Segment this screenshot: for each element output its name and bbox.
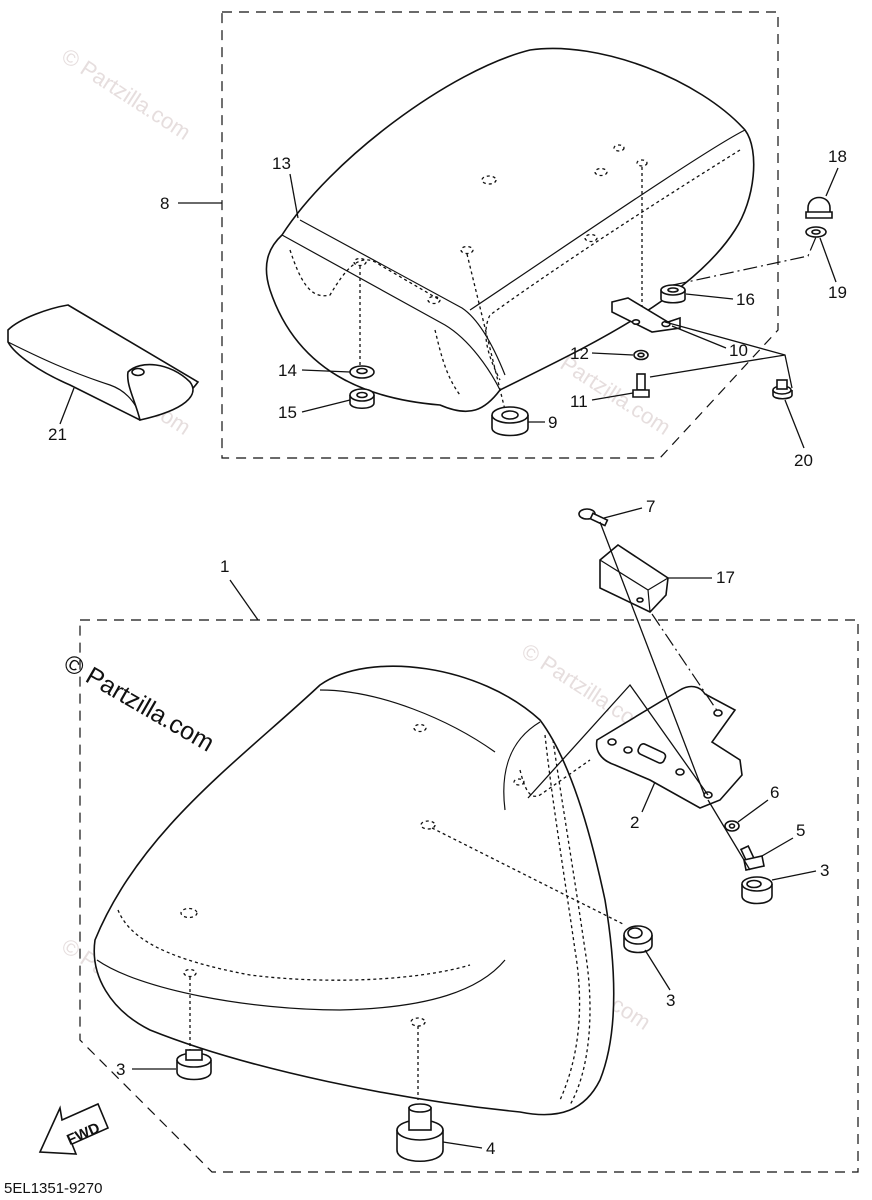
bolt-11 [632,373,650,398]
callout-3-right: 3 [820,861,829,880]
watermark: © Partzilla.com [57,43,195,145]
callout-1: 1 [220,557,229,576]
callout-18: 18 [828,147,847,166]
callout-14: 14 [278,361,297,380]
callout-17: 17 [716,568,735,587]
bracket-17 [599,544,669,613]
bracket-2 [595,685,743,809]
callout-12: 12 [570,344,589,363]
callout-8: 8 [160,194,169,213]
callout-21: 21 [48,425,67,444]
cap-nut-18 [805,196,833,219]
fwd-arrow-icon: FWD [38,1102,110,1155]
callout-9: 9 [548,413,557,432]
seat-assembly-8 [265,47,755,413]
callout-19: 19 [828,283,847,302]
seat-assembly-1 [93,665,626,1116]
assembly-8-boundary [221,11,779,459]
callout-3-left: 3 [116,1060,125,1079]
callout-16: 16 [736,290,755,309]
callout-11: 11 [570,392,588,411]
lock-washer-12 [633,349,649,361]
callout-2: 2 [630,813,639,832]
callout-7: 7 [646,497,655,516]
callout-4: 4 [486,1139,495,1158]
washer-6 [724,820,740,832]
damper-4 [396,1103,444,1162]
damper-9 [491,406,529,437]
washer-19 [805,226,827,238]
partzilla-watermark: © Partzilla.com [59,649,219,757]
damper-3-left [176,1049,212,1081]
callout-13: 13 [272,154,291,173]
damper-3-right [741,876,773,905]
grommet-16 [660,284,686,304]
callouts: 1 2 3 3 3 4 5 6 7 8 9 10 11 [48,147,847,1158]
assembly-1-boundary [79,619,859,1173]
callout-5: 5 [796,821,805,840]
bolt-7 [578,508,609,527]
washer-14 [349,365,375,379]
callout-20: 20 [794,451,813,470]
callout-3-mid: 3 [666,991,675,1010]
screw-5 [739,844,765,871]
collar-20 [772,379,793,400]
nut-15 [349,388,375,410]
bracket-10 [611,297,681,333]
callout-15: 15 [278,403,297,422]
diagram-code: 5EL1351-9270 [4,1180,102,1197]
callout-10: 10 [729,341,748,360]
pouch-21 [7,304,200,421]
callout-6: 6 [770,783,779,802]
damper-3-mid [623,925,653,954]
